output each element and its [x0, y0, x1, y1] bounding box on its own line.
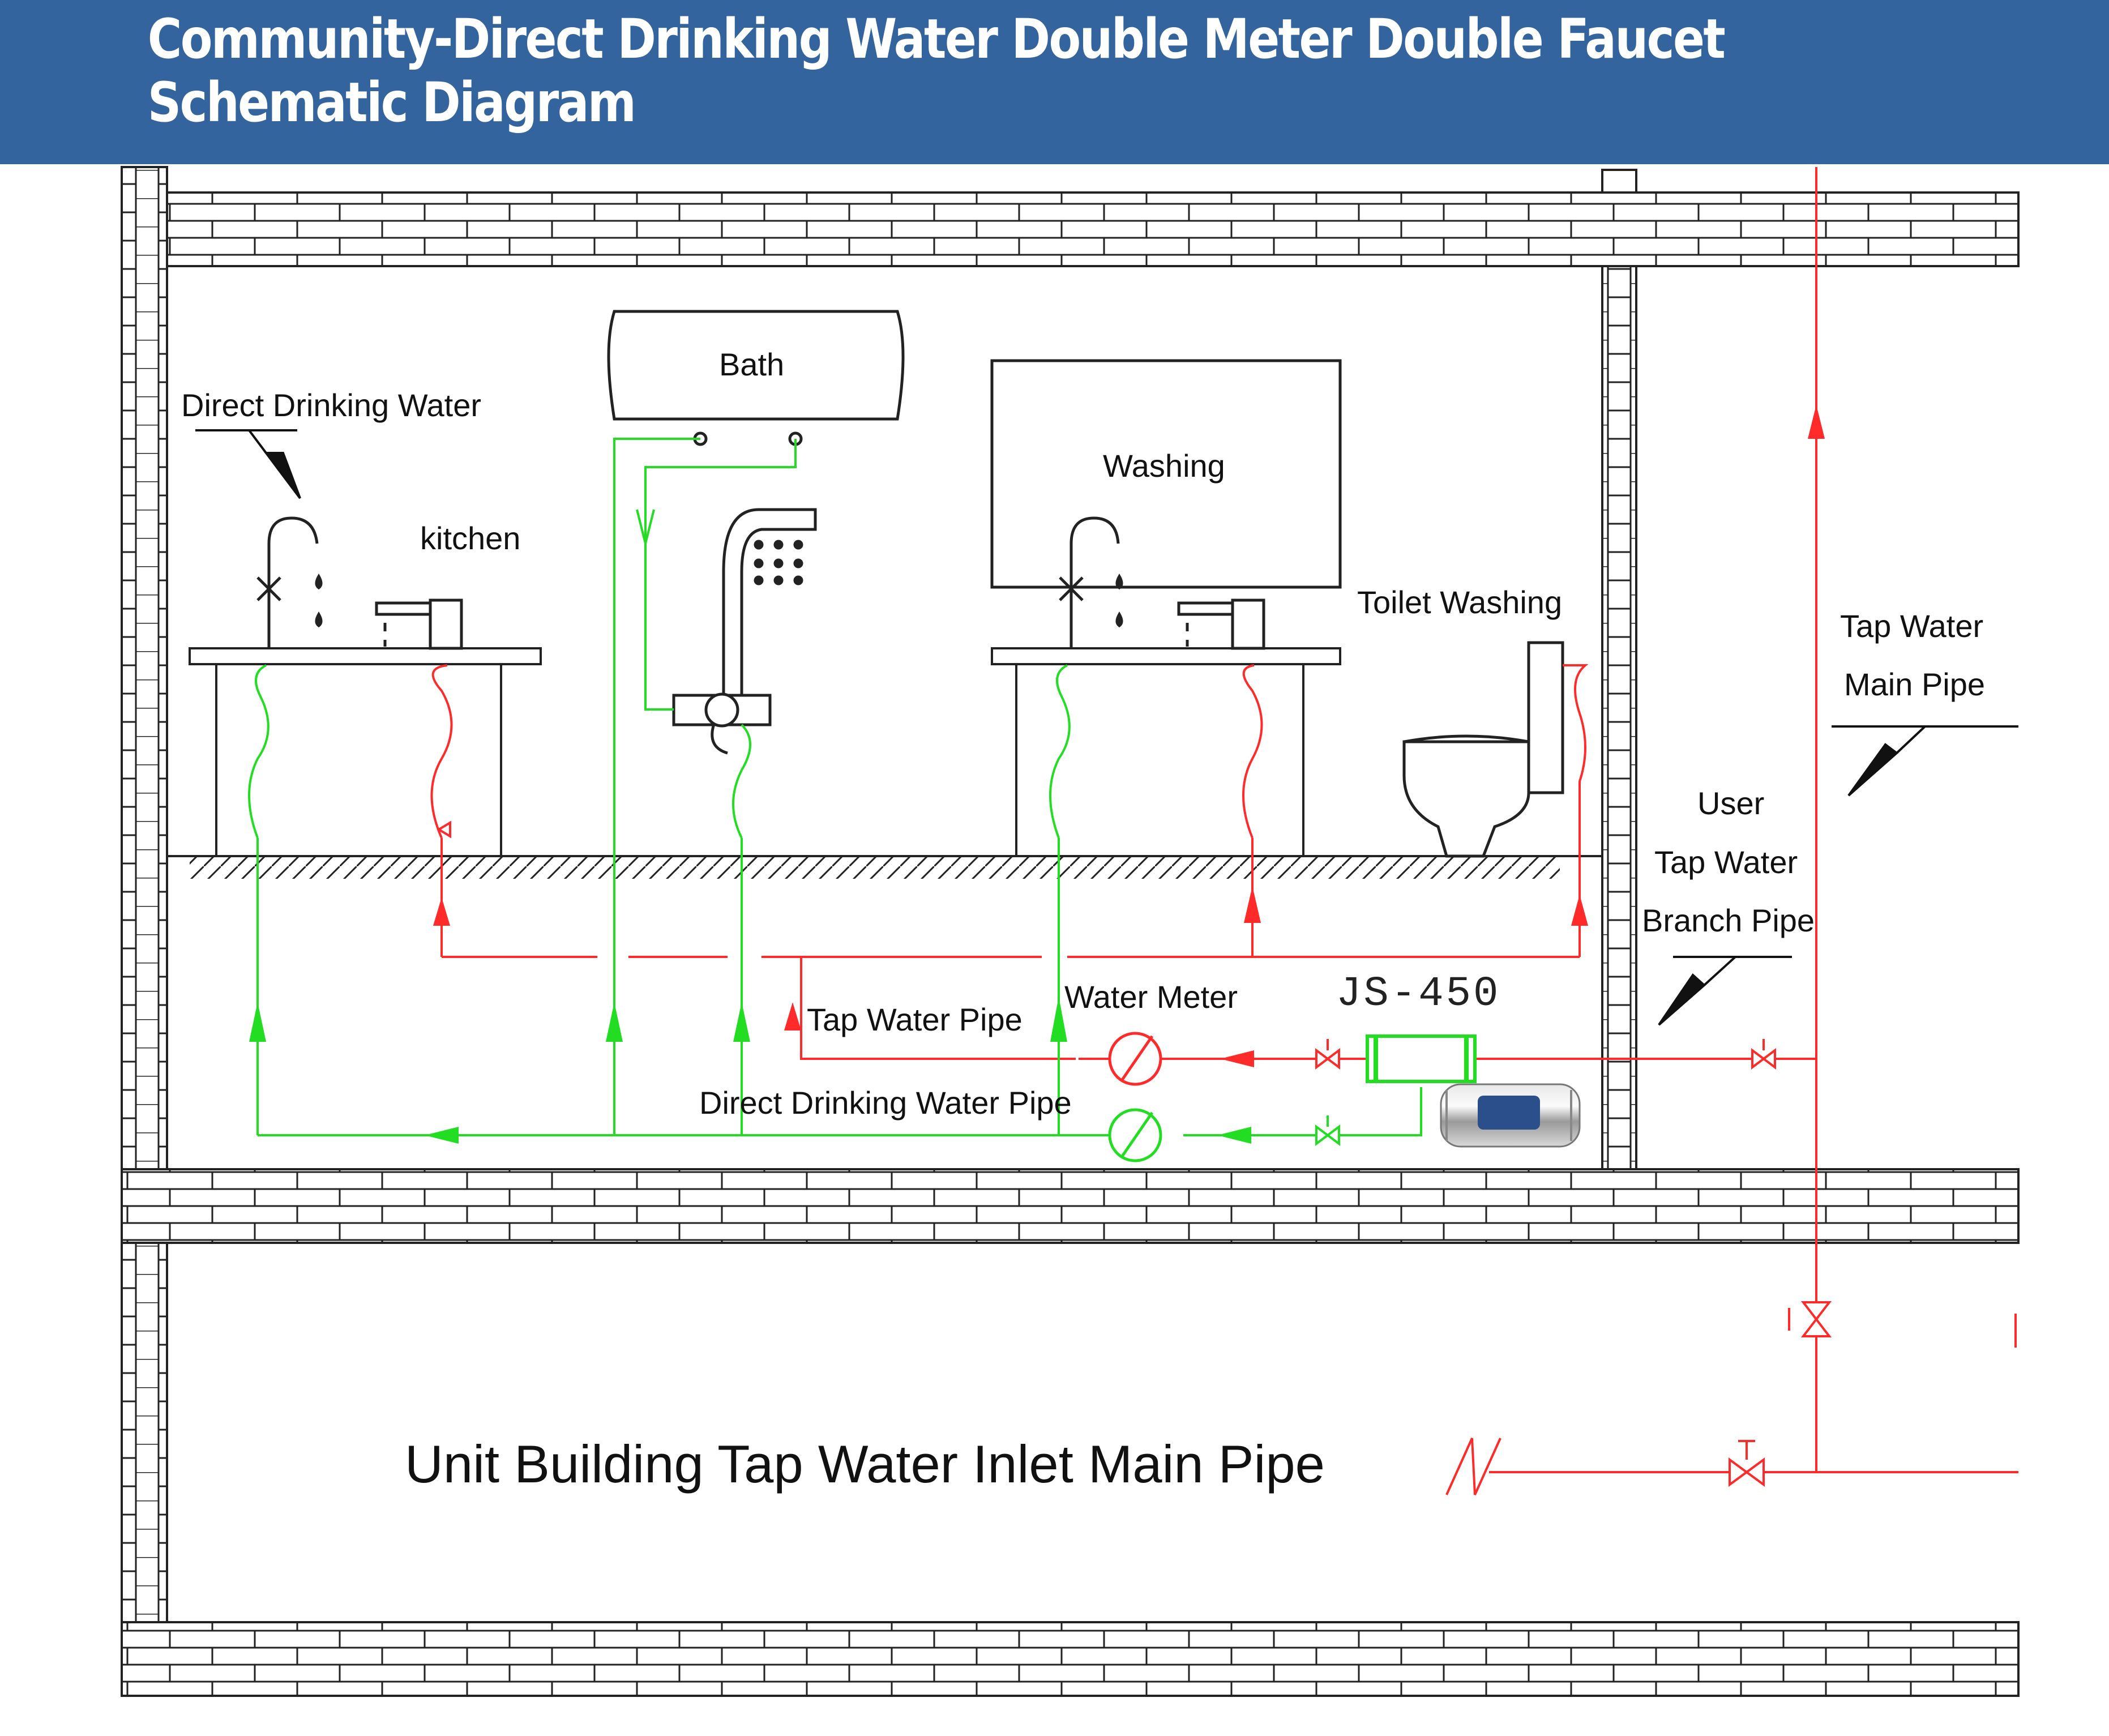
- water-meter-label: Water Meter: [1064, 979, 1238, 1015]
- drinking-water-flow-arrows: [249, 509, 1251, 1144]
- washing-counter: [991, 647, 1341, 856]
- toilet-washing-label: Toilet Washing: [1357, 584, 1562, 620]
- building-walls: [121, 166, 2020, 1697]
- user-branch-label-2: Tap Water: [1654, 844, 1798, 880]
- kitchen-label: kitchen: [420, 520, 520, 556]
- kitchen-counter: [189, 647, 542, 856]
- shower-icon: [672, 508, 817, 755]
- model-label: JS-450: [1336, 970, 1500, 1018]
- user-branch-label-3: Branch Pipe: [1642, 903, 1815, 938]
- direct-drinking-water-pipe-label: Direct Drinking Water Pipe: [699, 1085, 1072, 1121]
- unit-building-inlet-label: Unit Building Tap Water Inlet Main Pipe: [405, 1434, 1325, 1494]
- bath-label: Bath: [719, 347, 784, 382]
- direct-drinking-water-pipes: [248, 438, 1422, 1136]
- kitchen-tap-faucet-icon: [375, 598, 463, 650]
- washing-tap-faucet-icon: [1177, 598, 1265, 650]
- purifier-icon: [1366, 1034, 1581, 1148]
- washing-drinking-faucet-icon: [1059, 516, 1123, 648]
- tap-water-main-pipe-label-2: Main Pipe: [1844, 666, 1985, 702]
- tap-water-pipe-label: Tap Water Pipe: [807, 1002, 1023, 1037]
- water-meter-icon: [1108, 1032, 1162, 1162]
- toilet-icon: [1402, 641, 1564, 858]
- diagram-title: Community-Direct Drinking Water Double M…: [147, 7, 1726, 134]
- label-leader-arrows: [195, 429, 2018, 1026]
- title-banner: Community-Direct Drinking Water Double M…: [0, 0, 2109, 164]
- drinking-faucet-icon: [256, 516, 323, 648]
- valve-icon: [437, 820, 2017, 1487]
- mirror-cabinet: [990, 359, 1342, 589]
- direct-drinking-water-label: Direct Drinking Water: [181, 387, 481, 423]
- tap-water-main-pipe-label-1: Tap Water: [1840, 608, 1983, 644]
- washing-label: Washing: [1103, 448, 1225, 484]
- green-valve-icon: [1315, 1115, 1340, 1146]
- user-branch-label-1: User: [1697, 785, 1764, 821]
- tap-water-flow-arrows: [433, 405, 1825, 1067]
- labels: Direct Drinking Water kitchen Bath Washi…: [181, 347, 1985, 1494]
